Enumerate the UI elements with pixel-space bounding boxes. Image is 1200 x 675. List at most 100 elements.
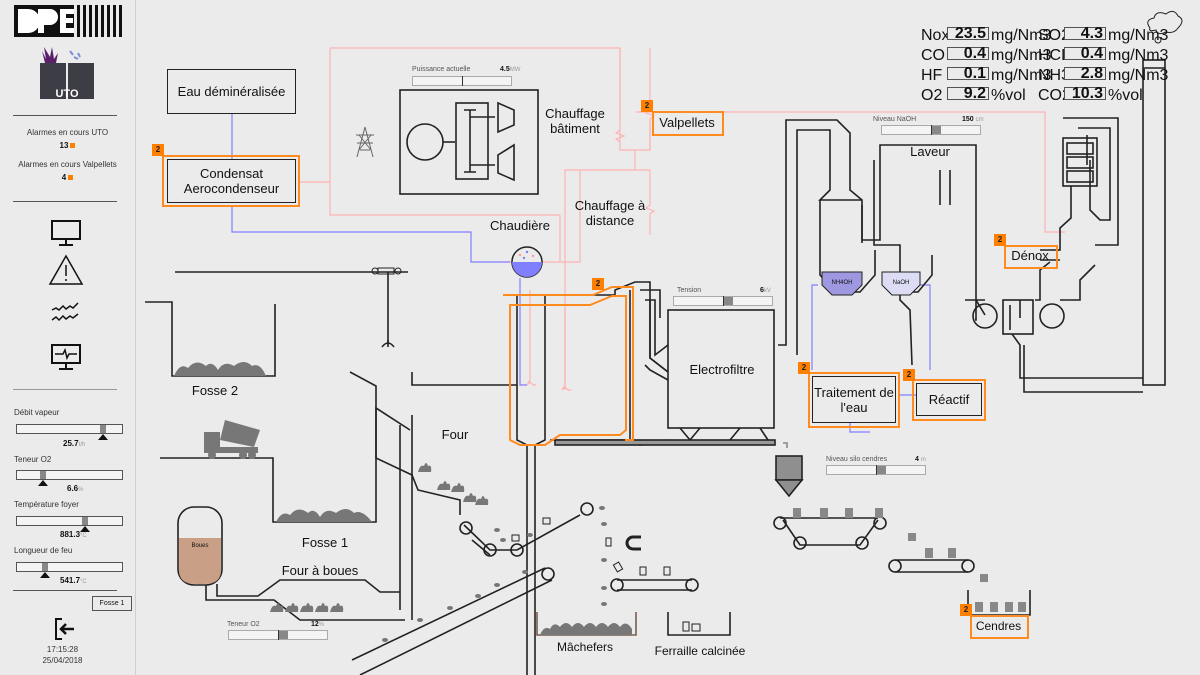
alarm-badge[interactable]: 2 [641,100,653,112]
sidebar: UTO Alarmes en cours UTO 13 Alarmes en c… [0,0,136,675]
silo-level-label: Niveau silo cendres [826,456,888,463]
alarm-badge[interactable]: 2 [994,234,1006,246]
voltage-label: Tension [677,287,702,294]
uto-logo: UTO [40,47,94,100]
o2-content-value: 6.6% [67,484,84,493]
divider [13,389,117,390]
condensat-alarm-frame [162,155,300,207]
gauge-label: Température foyer [14,500,79,509]
clock-time: 17:15:28 [46,645,79,654]
water-treatment-box[interactable]: Traitement de l'eau [812,376,896,423]
ash-label[interactable]: Cendres [975,619,1022,633]
fills [174,246,1026,642]
silo-level-bar [826,465,926,475]
emission-value: 0.4 [947,46,989,62]
fosse-view-button[interactable]: Fosse 1 [92,596,132,611]
monitor-pulse-icon[interactable] [46,342,86,374]
sludge-label: Boues [191,543,209,549]
pit1-label: Fosse 1 [301,535,349,550]
scrap-cans [511,517,701,632]
valpellets-label[interactable]: Valpellets [659,115,715,130]
flame-length-gauge [16,562,123,578]
alarm-indicator-icon [68,175,74,181]
o2-content-gauge [16,470,123,486]
alarm-badge[interactable]: 2 [798,362,810,374]
district-heating-label: Chauffage à distance [574,198,646,228]
emission-value: 10.3 [1064,86,1106,102]
boiler-alarm-outline [503,286,634,441]
emission-value: 23.5 [947,26,989,42]
scrap-metal-label: Ferraille calcinée [654,644,746,658]
boiler-label: Chaudière [490,218,550,233]
alarm-badge[interactable]: 2 [960,604,972,616]
emission-value: 9.2 [947,86,989,102]
denox-label[interactable]: Dénox [1011,248,1049,263]
electrofilter-label[interactable]: Electrofiltre [689,362,755,377]
condenser-box[interactable]: Condensat Aerocondenseur [167,159,296,203]
alarm-uto-label: Alarmes en cours UTO [26,128,109,137]
magnet-icon [625,535,641,551]
demineralized-water-box[interactable]: Eau déminéralisée [167,69,296,114]
heating-lines [300,47,1065,391]
dpe-logo [14,5,122,37]
truck-icon [204,420,260,459]
power-value: 4.5MW [500,66,521,73]
voltage-value: 6kV [760,287,771,294]
divider [13,201,117,202]
naoh-level-label: Niveau NaOH [873,116,917,123]
flames [270,463,489,612]
silo-level-value: 4 m [915,456,926,463]
structure-lines [145,59,1166,675]
furnace-label: Four [441,427,469,442]
denox-frame [1004,245,1058,269]
nh4oh-label: NH4OH [831,280,853,286]
sludge-o2-bar [228,630,328,640]
power-label: Puissance actuelle [412,66,471,73]
pit2-label: Fosse 2 [191,383,239,398]
naoh-level-value: 150 cm [962,116,984,123]
divider [13,115,117,116]
power-bar [412,76,512,86]
alarm-badge[interactable]: 2 [592,278,604,290]
ash-frame [970,615,1029,639]
naoh-level-bar [881,125,981,135]
reagent-frame [912,379,986,421]
naoh-label: NaOH [892,280,910,286]
emission-value: 0.1 [947,66,989,82]
furnace-temp-value: 881.3°C [60,530,87,539]
clock-date: 25/04/2018 [42,656,83,665]
gauge-label: Longueur de feu [14,546,73,555]
water-treatment-frame [808,372,900,428]
valpellets-frame [652,111,724,136]
emission-value: 2.8 [1064,66,1106,82]
monitor-icon[interactable] [46,218,86,250]
emission-value: 0.4 [1064,46,1106,62]
gauge-label: Teneur O2 [14,455,52,464]
bottom-ash-label: Mâchefers [556,640,614,654]
sludge-furnace-label: Four à boues [281,563,359,578]
steam-flow-value: 25.7t/h [63,439,86,448]
flame-length-value: 541.7°C [60,576,87,585]
scrubber-label: Laveur [910,144,950,159]
logout-icon[interactable] [52,617,78,641]
sludge-o2-value: 12% [311,621,325,628]
trend-icon[interactable] [46,298,86,330]
alarm-uto-count[interactable]: 13 [0,141,135,150]
alarm-badge[interactable]: 2 [152,144,164,156]
power-pylon-icon [356,126,374,158]
alarm-indicator-icon [70,143,76,149]
warning-icon[interactable] [46,254,86,286]
steam-flow-gauge [16,424,123,440]
alarm-valpellets-label: Alarmes en cours Valpellets [18,160,117,169]
alarm-valpellets-count[interactable]: 4 [0,173,135,182]
divider [13,590,117,591]
svg-text:UTO: UTO [55,88,78,100]
gauge-label: Débit vapeur [14,408,60,417]
sludge-o2-label: Teneur O2 [227,621,260,628]
building-heating-label: Chauffage bâtiment [545,106,605,136]
reagent-box[interactable]: Réactif [916,383,982,416]
furnace-temp-gauge [16,516,123,532]
alarm-badge[interactable]: 2 [903,369,915,381]
emission-value: 4.3 [1064,26,1106,42]
